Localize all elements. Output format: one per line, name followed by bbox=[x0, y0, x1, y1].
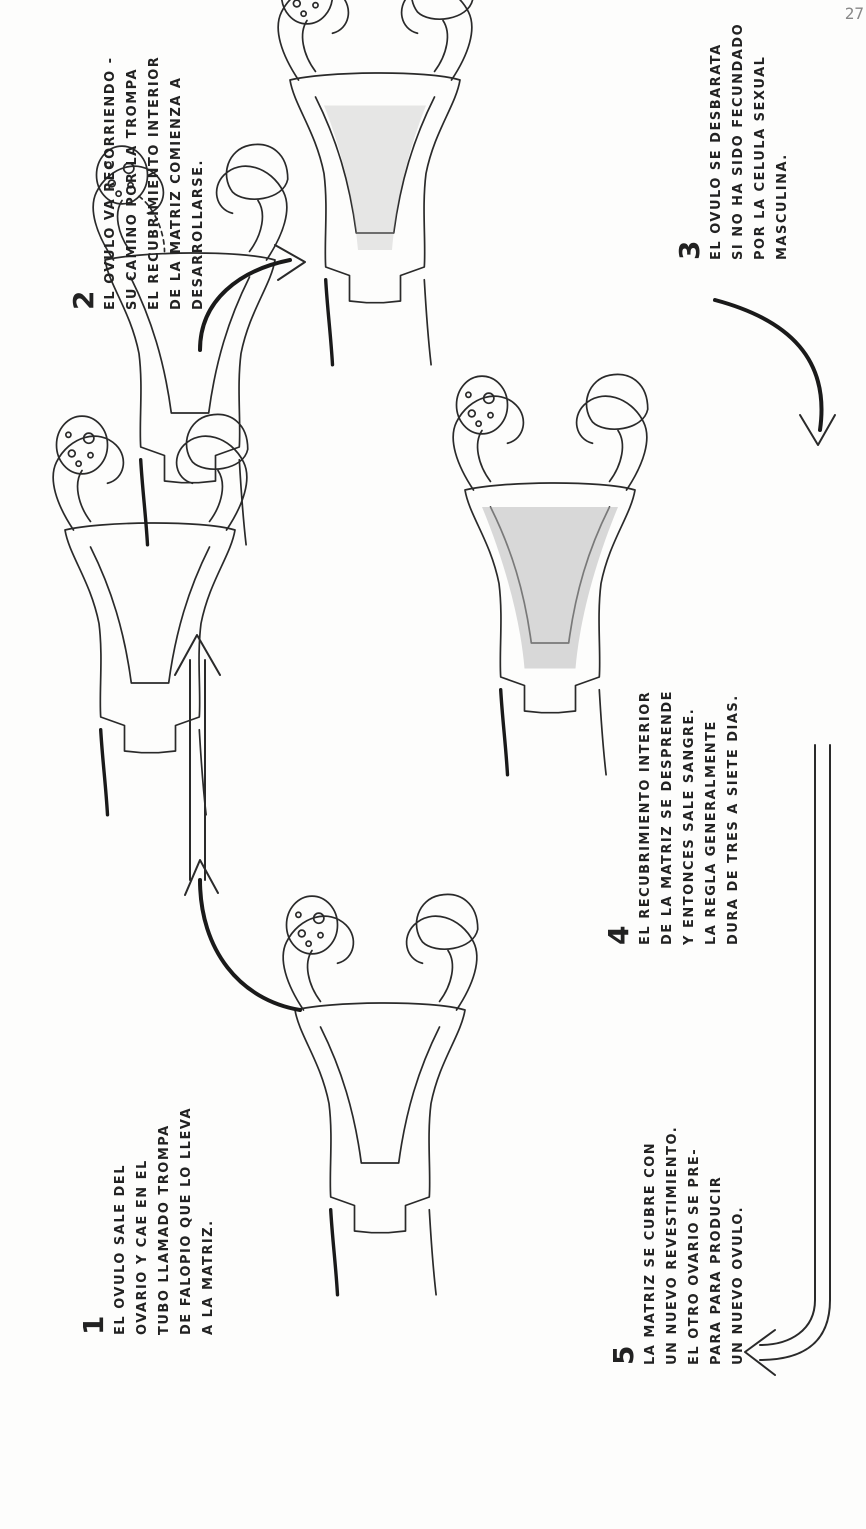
step-2-line-4: DE LA MATRIZ COMIENZA A bbox=[166, 56, 188, 310]
arrow-3-to-4 bbox=[715, 300, 822, 430]
step-5-line-3: EL OTRO OVARIO SE PRE- bbox=[684, 1126, 706, 1365]
step-3-number: 3 bbox=[676, 23, 704, 260]
step-4-line-4: LA REGLA GENERALMENTE bbox=[701, 690, 723, 945]
step-3-line-4: MASCULINA. bbox=[772, 23, 794, 260]
step-4-line-2: DE LA MATRIZ SE DESPRENDE bbox=[657, 690, 679, 945]
step-5-number: 5 bbox=[610, 1126, 638, 1365]
step-5-line-4: PARA PARA PRODUCIR bbox=[706, 1126, 728, 1365]
step-1-number: 1 bbox=[80, 1107, 108, 1335]
uterus-figure-5 bbox=[283, 894, 478, 1294]
step-1-line-5: A LA MATRIZ. bbox=[198, 1107, 220, 1335]
step-4-line-3: Y ENTONCES SALE SANGRE. bbox=[679, 690, 701, 945]
uterus-figure-1 bbox=[53, 414, 248, 814]
step-2-line-2: SU CAMINO POR LA TROMPA bbox=[122, 56, 144, 310]
step-4-line-5: DURA DE TRES A SIETE DIAS. bbox=[723, 690, 745, 945]
step-4-number: 4 bbox=[605, 690, 633, 945]
step-3-text: 3 EL OVULO SE DESBARATA SI NO HA SIDO FE… bbox=[676, 23, 794, 260]
uterus-figure-3 bbox=[278, 0, 473, 365]
step-3-line-1: EL OVULO SE DESBARATA bbox=[706, 23, 728, 260]
step-4-line-1: EL RECUBRIMIENTO INTERIOR bbox=[635, 690, 657, 945]
arrow-4-to-5 bbox=[760, 745, 830, 1360]
step-3-line-3: POR LA CELULA SEXUAL bbox=[750, 23, 772, 260]
step-5-line-2: UN NUEVO REVESTIMIENTO. bbox=[662, 1126, 684, 1365]
step-1-line-1: EL OVULO SALE DEL bbox=[110, 1107, 132, 1335]
step-2-line-5: DESARROLLARSE. bbox=[188, 56, 210, 310]
step-1-line-3: TUBO LLAMADO TROMPA bbox=[154, 1107, 176, 1335]
arrow-1-to-2 bbox=[175, 635, 220, 880]
step-1-text: 1 EL OVULO SALE DEL OVARIO Y CAE EN EL T… bbox=[80, 1107, 220, 1335]
step-1-line-4: DE FALOPIO QUE LO LLEVA bbox=[176, 1107, 198, 1335]
step-5-text: 5 LA MATRIZ SE CUBRE CON UN NUEVO REVEST… bbox=[610, 1126, 750, 1365]
step-4-text: 4 EL RECUBRIMIENTO INTERIOR DE LA MATRIZ… bbox=[605, 690, 745, 945]
step-2-text: 2 EL OVULO VA RECORRIENDO - SU CAMINO PO… bbox=[70, 56, 210, 310]
step-5-line-5: UN NUEVO OVULO. bbox=[728, 1126, 750, 1365]
step-2-line-1: EL OVULO VA RECORRIENDO - bbox=[100, 56, 122, 310]
step-3-line-2: SI NO HA SIDO FECUNDADO bbox=[728, 23, 750, 260]
step-5-line-1: LA MATRIZ SE CUBRE CON bbox=[640, 1126, 662, 1365]
step-1-line-2: OVARIO Y CAE EN EL bbox=[132, 1107, 154, 1335]
step-2-line-3: EL RECUBRIMIENTO INTERIOR bbox=[144, 56, 166, 310]
step-2-number: 2 bbox=[70, 56, 98, 310]
